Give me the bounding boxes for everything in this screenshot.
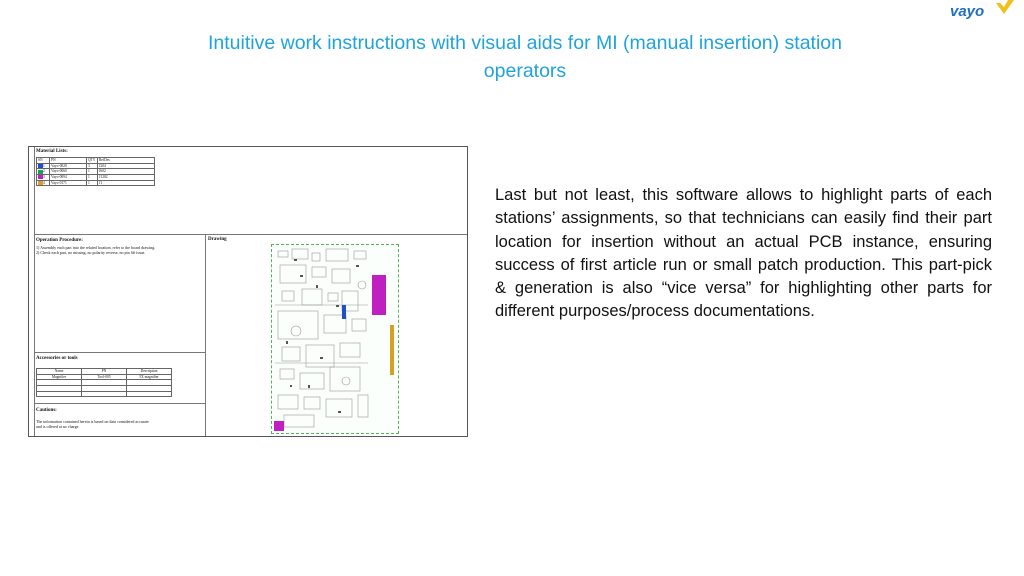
material-ref-cell: J1 [97,179,155,187]
operation-procedure-title: Operation Procedure: [36,238,83,243]
color-swatch [38,181,43,186]
pcb-drawing [271,244,399,434]
sheet-left-rule [34,147,35,436]
color-swatch [38,163,43,168]
accessories-empty-row [36,379,172,387]
sheet-divider [34,352,205,353]
accessories-empty-row [36,390,172,398]
operation-step-2: 2) Check each part, no missing, no polar… [36,250,146,255]
accessories-row: Magnifier Tool-005 5X magnifier [36,373,172,381]
cautions-line-2: and is offered at no charge. [36,424,80,429]
sheet-column-divider [205,234,206,436]
logo-text: vayo [950,3,984,20]
highlight-j204 [342,305,346,319]
highlight-j1202 [372,275,386,315]
page-title-line-1: Intuitive work instructions with visual … [208,32,842,54]
color-swatch [38,175,43,180]
operation-step-1: 1) Assembly each part into the related l… [36,245,156,250]
material-list-title: Material Lists: [36,149,68,154]
sheet-divider [34,403,205,404]
material-row: 3 Vayo-0094 1 J1202 [36,174,155,181]
material-row: 2 Vayo-0060 1 J602 [36,168,155,176]
color-swatch [38,169,43,174]
accessories-desc-cell: 5X magnifier [126,373,172,381]
material-pn-cell: Vayo-0171 [49,179,87,187]
page-title: Intuitive work instructions with visual … [100,29,950,85]
accessories-header-description: Description [126,368,172,375]
pcb-layout-graphic [274,248,394,431]
page-title-line-2: operators [483,60,567,82]
accessories-empty-row [36,385,172,392]
sheet-divider [34,234,467,235]
accessories-table: Name PN Description Magnifier Tool-005 5… [36,368,172,398]
work-instruction-sheet: Material Lists: SN PN QTY RefDes 1 Vayo-… [28,146,468,437]
accessories-title: Accessories or tools [36,356,78,361]
drawing-title: Drawing [208,237,227,242]
highlight-j1 [390,325,394,375]
accessories-header-row: Name PN Description [36,368,172,375]
cautions-line-1: The information contained herein is base… [36,419,149,424]
material-list-table: SN PN QTY RefDes 1 Vayo-0020 3 J204 2 Va… [36,157,155,187]
material-qty-cell: 1 [86,179,98,187]
material-sn-cell: 4 [36,179,50,187]
material-row: 4 Vayo-0171 1 J1 [36,179,155,187]
description-paragraph: Last but not least, this software allows… [495,186,992,321]
highlight-corner-part [274,421,284,431]
vayo-logo: vayo [950,0,1016,20]
cautions-title: Cautions: [36,408,57,413]
